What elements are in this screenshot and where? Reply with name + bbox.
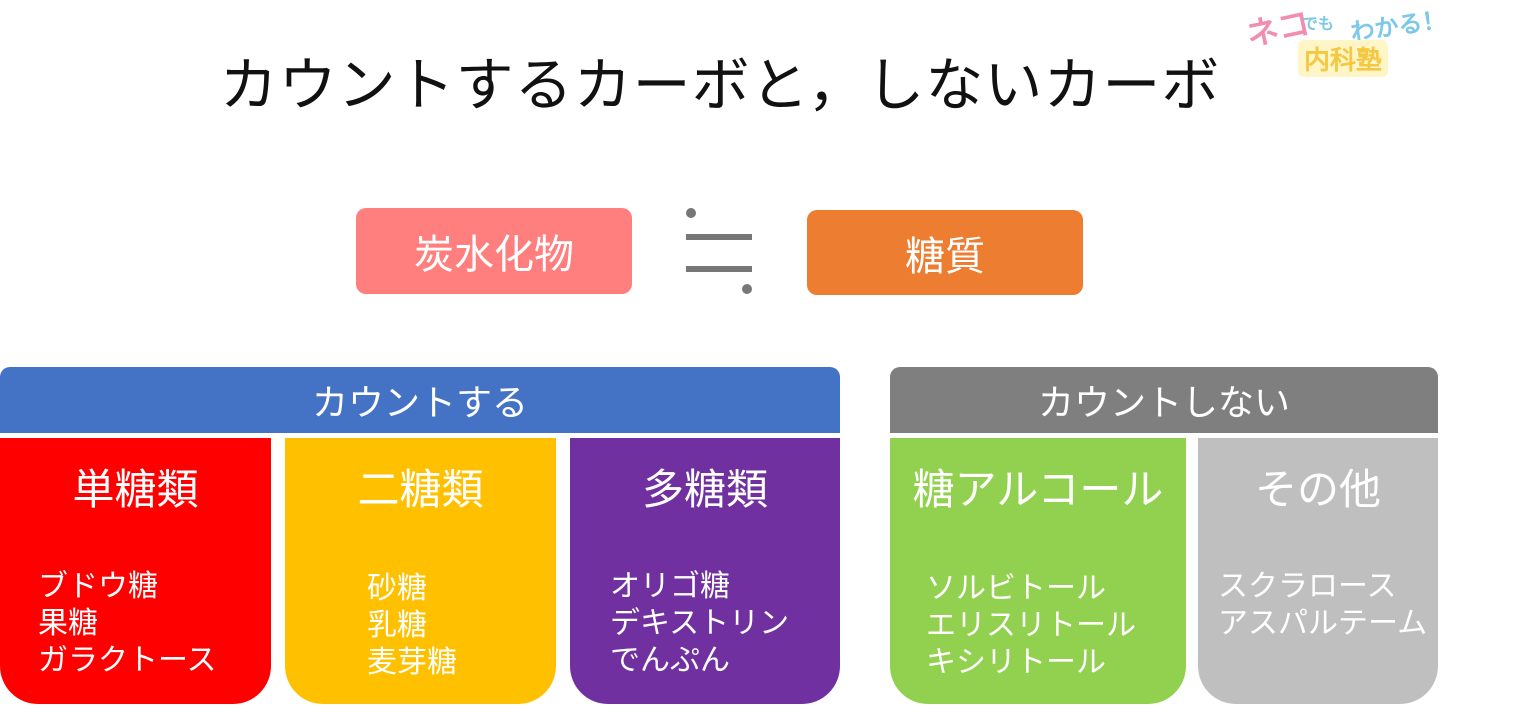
no-count-group-header: カウントしない xyxy=(890,367,1438,433)
category-item: アスパルテーム xyxy=(1218,606,1428,641)
logo: ネコ でも わかる！ 内科塾 xyxy=(1240,4,1460,77)
category-item: 乳糖 xyxy=(367,608,427,643)
category-item: デキストリン xyxy=(610,606,790,641)
category-item: ガラクトース xyxy=(38,643,217,678)
category-item: ソルビトール xyxy=(926,571,1106,606)
sugar-box: 糖質 xyxy=(807,210,1083,295)
category-item: でんぷん xyxy=(610,643,730,678)
category-title: 糖アルコール xyxy=(912,465,1164,514)
category-item: 砂糖 xyxy=(367,571,427,606)
category-item: ブドウ糖 xyxy=(38,569,158,604)
category-title: その他 xyxy=(1254,465,1381,514)
category-item: スクラロース xyxy=(1218,569,1397,604)
carbohydrate-box: 炭水化物 xyxy=(356,208,632,294)
category-item: 麦芽糖 xyxy=(367,645,457,680)
category-item: 果糖 xyxy=(38,606,98,641)
category-card-sugar-alcohols: 糖アルコール ソルビトール エリスリトール キシリトール xyxy=(890,438,1186,704)
count-group-header: カウントする xyxy=(0,367,840,433)
category-title: 単糖類 xyxy=(72,465,199,514)
category-item: エリスリトール xyxy=(926,608,1136,643)
category-title: 多糖類 xyxy=(641,465,768,514)
category-title: 二糖類 xyxy=(357,465,484,514)
category-card-other: その他 スクラロース アスパルテーム xyxy=(1198,438,1438,704)
page-title: カウントするカーボと，しないカーボ xyxy=(219,51,1221,119)
logo-text: でも xyxy=(1302,14,1335,33)
approx-equal-icon xyxy=(686,208,752,294)
category-card-polysaccharides: 多糖類 オリゴ糖 デキストリン でんぷん xyxy=(570,438,840,704)
logo-text: 内科塾 xyxy=(1298,40,1389,77)
category-item: オリゴ糖 xyxy=(610,569,730,604)
category-card-monosaccharides: 単糖類 ブドウ糖 果糖 ガラクトース xyxy=(0,438,271,704)
category-card-disaccharides: 二糖類 砂糖 乳糖 麦芽糖 xyxy=(285,438,556,704)
category-item: キシリトール xyxy=(926,645,1106,680)
